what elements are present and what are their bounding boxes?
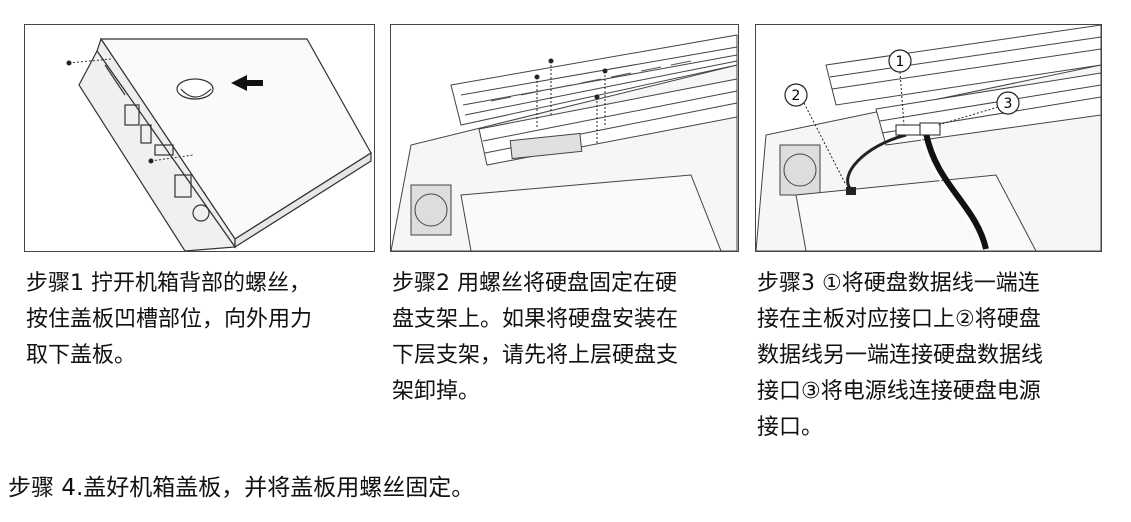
step1-line: 取下盖板。 (26, 343, 137, 368)
callout-2: 2 (792, 88, 801, 104)
step1-caption: 步骤1 拧开机箱背部的螺丝， 按住盖板凹槽部位，向外用力 取下盖板。 (26, 266, 376, 374)
step1-line: 按住盖板凹槽部位，向外用力 (26, 307, 313, 332)
callout-1: 1 (896, 54, 905, 70)
chassis-cover-illustration (66, 37, 372, 251)
illustration-step3: 1 2 3 (755, 24, 1102, 252)
step2-line: 架卸掉。 (392, 379, 481, 404)
step3-line: 数据线另一端连接硬盘数据线 (757, 343, 1044, 368)
hdd-bracket-illustration (391, 34, 738, 251)
step1-line: 步骤1 拧开机箱背部的螺丝， (26, 271, 311, 296)
callout-3: 3 (1004, 96, 1013, 112)
step4-text: 步骤 4.盖好机箱盖板，并将盖板用螺丝固定。 (8, 475, 475, 501)
step2-line: 盘支架上。如果将硬盘安装在 (392, 307, 679, 332)
step3-line: 步骤3 ①将硬盘数据线一端连 (757, 271, 1040, 296)
hdd-cabling-illustration: 1 2 3 (756, 25, 1101, 251)
step2-caption: 步骤2 用螺丝将硬盘固定在硬 盘支架上。如果将硬盘安装在 下层支架，请先将上层硬… (392, 266, 742, 410)
illustration-step1 (24, 24, 375, 252)
step3-line: 接在主板对应接口上②将硬盘 (757, 307, 1041, 332)
step2-line: 步骤2 用螺丝将硬盘固定在硬 (392, 271, 677, 296)
step3-caption: 步骤3 ①将硬盘数据线一端连 接在主板对应接口上②将硬盘 数据线另一端连接硬盘数… (757, 266, 1107, 446)
step2-line: 下层支架，请先将上层硬盘支 (392, 343, 679, 368)
step3-line: 接口。 (757, 415, 824, 440)
illustration-step2 (390, 24, 739, 252)
step3-line: 接口③将电源线连接硬盘电源 (757, 379, 1041, 404)
